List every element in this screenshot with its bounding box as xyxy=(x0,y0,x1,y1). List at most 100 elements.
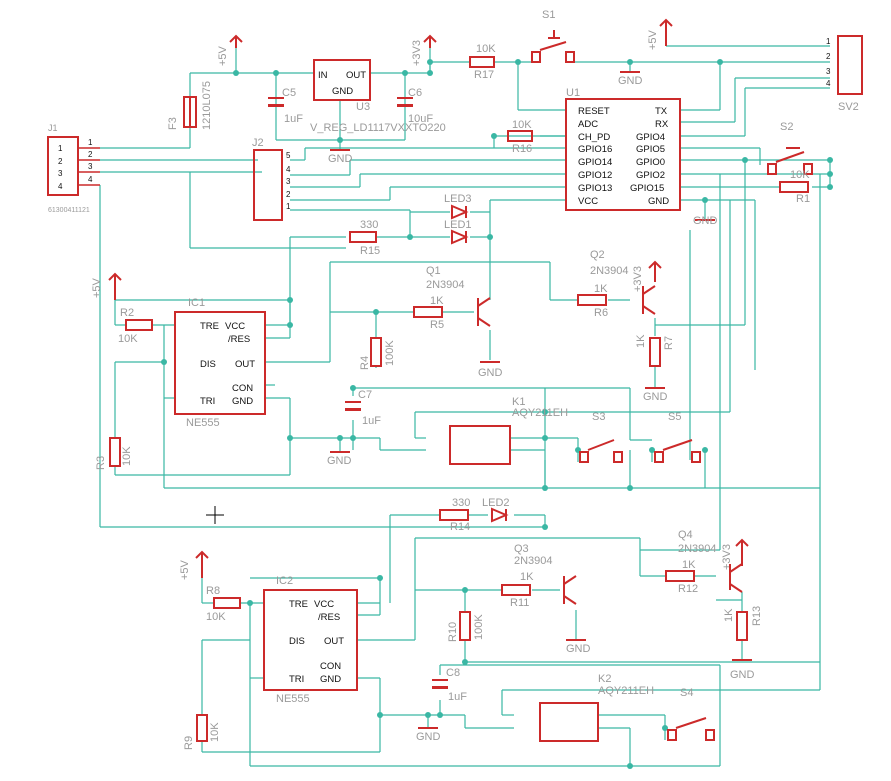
s1-ref: S1 xyxy=(542,9,555,21)
gnd-symbol-r7: GND xyxy=(643,387,668,403)
gnd-symbol-c8: GND xyxy=(416,727,441,743)
q3-value: 2N3904 xyxy=(514,555,553,567)
u1-pin-label: CH_PD xyxy=(578,132,610,143)
u1-pin-label: TX xyxy=(655,106,668,117)
c5-value: 1uF xyxy=(284,113,303,125)
gnd-symbol-u3: GND xyxy=(328,149,353,165)
vcc-5v-symbol-ic2: +5V xyxy=(179,550,209,580)
r2-value: 10K xyxy=(118,333,138,345)
u3-value: V_REG_LD1117VXXTO220 xyxy=(310,122,446,134)
ic2-gnd: GND xyxy=(320,674,341,685)
vcc-3v3-symbol-q2: +3V3 xyxy=(632,260,662,292)
u3-out-label: OUT xyxy=(346,70,366,81)
u3-in-label: IN xyxy=(318,70,328,81)
c6-ref: C6 xyxy=(408,87,422,99)
r15-value: 330 xyxy=(360,219,378,231)
resistor-r12: 1K R12 xyxy=(665,559,698,595)
resistor-r7: 1K R7 xyxy=(635,334,675,367)
j2-pin: 2 xyxy=(286,190,291,199)
j1-pin-label: 1 xyxy=(58,144,63,153)
switch-s2: S2 xyxy=(767,121,813,175)
gnd-label: GND xyxy=(693,215,718,227)
q4-value: 2N3904 xyxy=(678,543,717,555)
gnd-label: GND xyxy=(328,153,353,165)
r10-ref: R10 xyxy=(447,622,459,642)
r10-value: 100K xyxy=(473,614,485,640)
connector-j1: 1 2 3 4 1 2 3 4 J1 61300411121 xyxy=(47,123,100,214)
r1-value: 10K xyxy=(790,169,810,181)
s5-ref: S5 xyxy=(668,411,681,423)
vcc-5v-symbol-sv2: +5V xyxy=(647,18,673,50)
r16-value: 10K xyxy=(512,119,532,131)
ic1-res: /RES xyxy=(228,334,250,345)
r11-ref: R11 xyxy=(510,597,529,609)
j2-ref: J2 xyxy=(252,137,264,149)
u1-pin-label: GPIO0 xyxy=(636,157,665,168)
r9-ref: R9 xyxy=(183,736,195,750)
r16-ref: R16 xyxy=(512,143,532,155)
power-symbols: +5V +3V3 +5V +5V +3V3 +5V xyxy=(91,18,755,743)
transistor-q2: Q2 2N3904 xyxy=(590,249,656,315)
ic2-tre: TRE xyxy=(289,599,308,610)
j1-pin-num: 3 xyxy=(88,162,93,171)
sv2-pin: 4 xyxy=(826,79,831,88)
r12-value: 1K xyxy=(682,559,696,571)
u1-left-pins: RESET ADC CH_PD GPIO16 GPIO14 GPIO12 GPI… xyxy=(578,106,612,207)
f3-ref: F3 xyxy=(167,117,179,130)
r6-ref: R6 xyxy=(594,307,608,319)
q3-ref: Q3 xyxy=(514,543,529,555)
ic1-dis: DIS xyxy=(200,359,216,370)
r5-value: 1K xyxy=(430,295,444,307)
resistor-r17: 10K R17 xyxy=(469,43,496,81)
k2-value: AQY211EH xyxy=(598,685,654,697)
u1-right-pins: TX RX GPIO4 GPIO5 GPIO0 GPIO2 GPIO15 GND xyxy=(630,106,669,207)
net-label-3v3-q2: +3V3 xyxy=(632,266,644,292)
u1-pin-label: ADC xyxy=(578,119,598,130)
r11-value: 1K xyxy=(520,571,534,583)
u1-pin-label: GND xyxy=(648,196,669,207)
j1-pin-label: 3 xyxy=(58,169,63,178)
vcc-3v3-symbol-top: +3V3 xyxy=(411,34,437,66)
r6-value: 1K xyxy=(594,283,608,295)
c8-value: 1uF xyxy=(448,691,467,703)
f3-value: 1210L075 xyxy=(201,81,213,130)
gnd-symbol-c7: GND xyxy=(327,451,352,467)
ic1-tri: TRI xyxy=(200,396,215,407)
fuse-f3: F3 1210L075 xyxy=(167,81,213,130)
net-label-3v3-q4: +3V3 xyxy=(721,544,733,570)
ic2-tri: TRI xyxy=(289,674,304,685)
switch-s4: S4 xyxy=(667,687,715,741)
gnd-symbol-s1: GND xyxy=(618,71,643,87)
r1-ref: R1 xyxy=(796,193,810,205)
j2-pin: 4 xyxy=(286,165,291,174)
gnd-label: GND xyxy=(566,643,591,655)
gnd-label: GND xyxy=(618,75,643,87)
q1-value: 2N3904 xyxy=(426,279,465,291)
c7-value: 1uF xyxy=(362,415,381,427)
module-u1: U1 RESET ADC CH_PD GPIO16 GPIO14 GPIO12 … xyxy=(565,87,681,211)
switch-s3: S3 xyxy=(579,411,623,463)
r5-ref: R5 xyxy=(430,319,444,331)
resistor-r6: 1K R6 xyxy=(577,283,608,319)
resistor-r10: R10 100K xyxy=(447,611,485,642)
ic1-ref: IC1 xyxy=(188,297,205,309)
net-label-3v3-top: +3V3 xyxy=(411,40,423,66)
ic2-dis: DIS xyxy=(289,636,305,647)
r12-ref: R12 xyxy=(678,583,698,595)
timer-ic2: IC2 NE555 TRE VCC /RES DIS OUT CON TRI G… xyxy=(263,575,358,705)
s4-ref: S4 xyxy=(680,687,693,699)
u3-ref: U3 xyxy=(356,101,370,113)
r14-ref: R14 xyxy=(450,521,470,533)
crosshair-cursor-icon xyxy=(206,506,224,524)
resistor-r9: R9 10K xyxy=(183,714,221,750)
s2-ref: S2 xyxy=(780,121,793,133)
resistor-r8: R8 10K xyxy=(206,585,241,623)
gnd-label: GND xyxy=(730,669,755,681)
j2-pin: 3 xyxy=(286,177,291,186)
switch-s1: S1 xyxy=(531,9,575,63)
j1-ref: J1 xyxy=(48,123,58,133)
net-label-5v-ic2: +5V xyxy=(179,559,191,580)
q2-ref: Q2 xyxy=(590,249,605,261)
ic1-vcc: VCC xyxy=(225,321,245,332)
